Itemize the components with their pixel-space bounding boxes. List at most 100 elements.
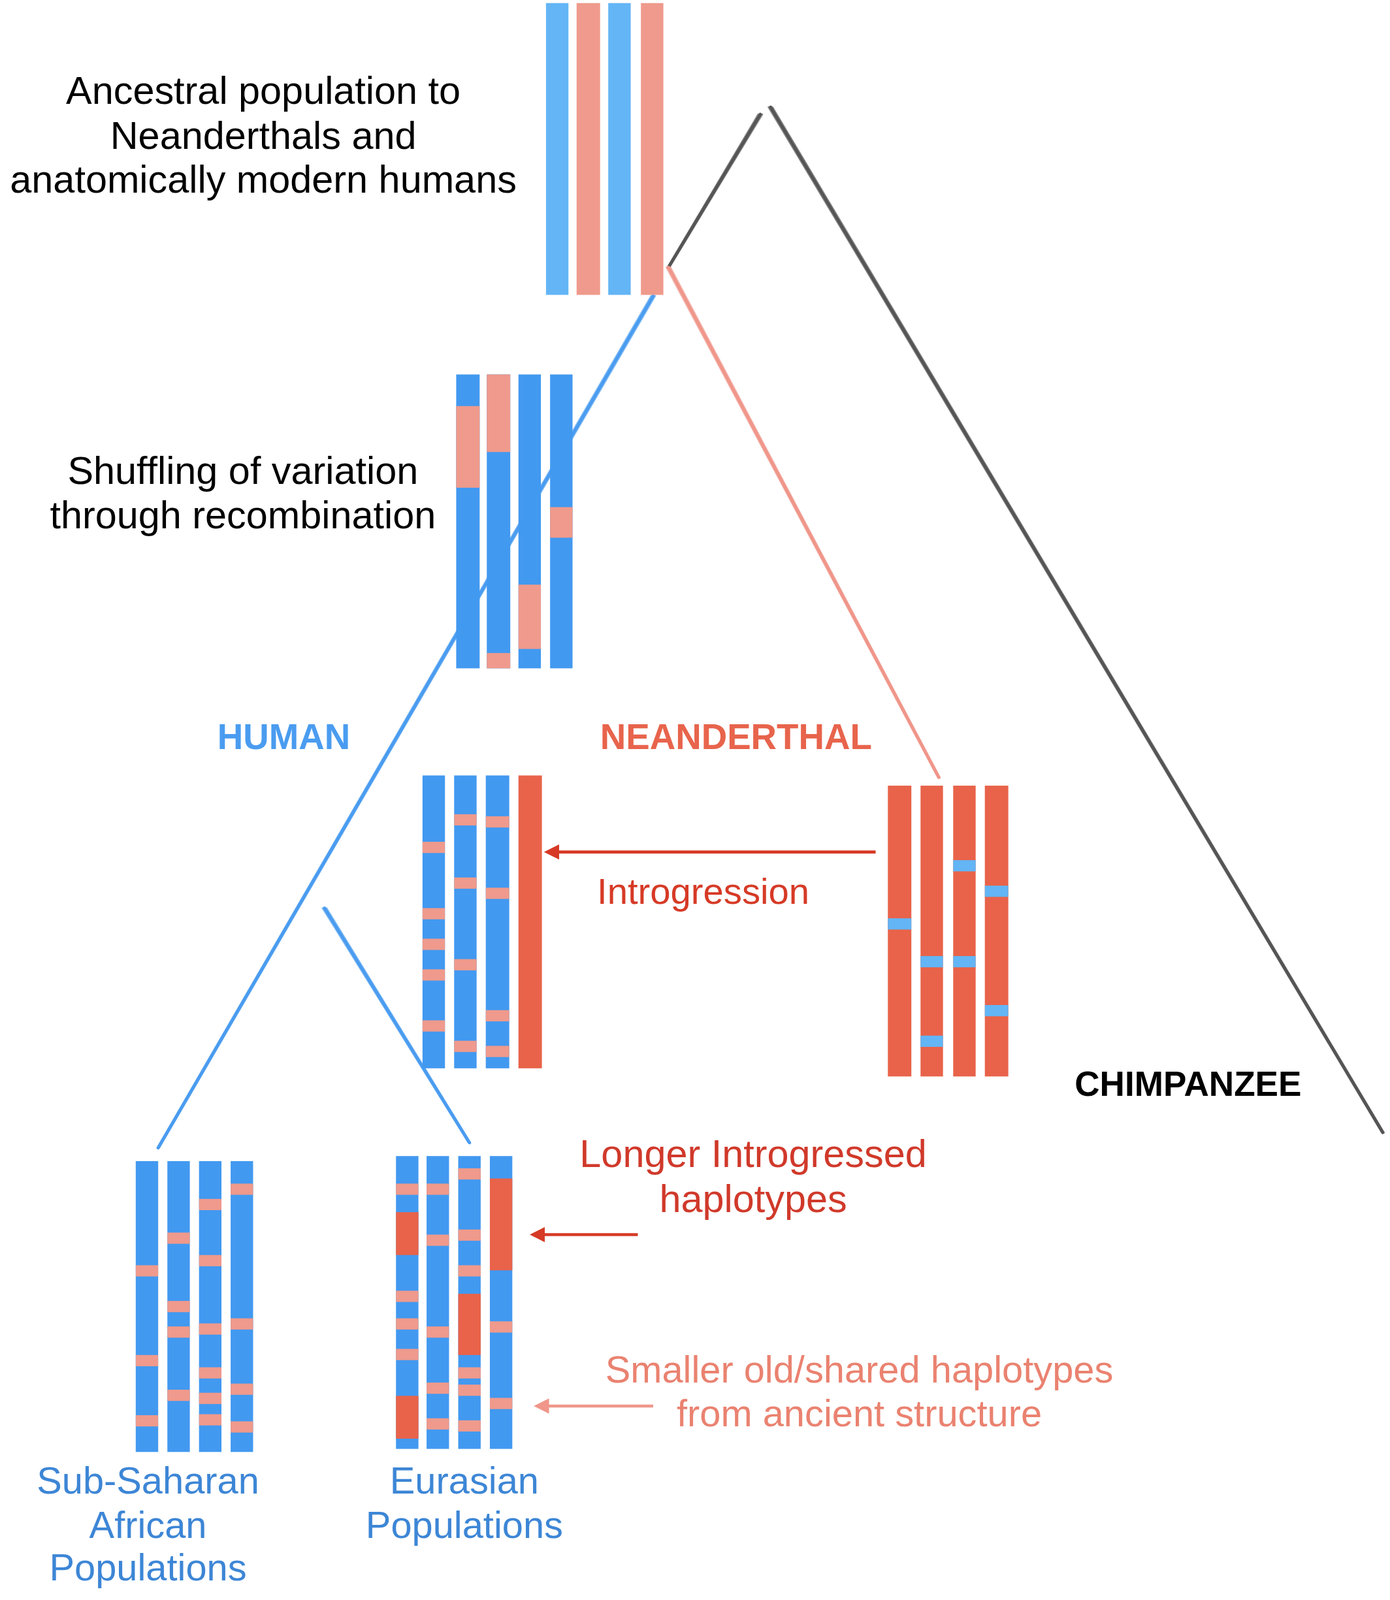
haplotype-segment bbox=[422, 938, 445, 950]
chimpanzee-branch bbox=[772, 107, 1385, 1133]
haplotype-segment bbox=[422, 969, 445, 981]
chromosome-bar bbox=[485, 775, 510, 1068]
chromosome-bar bbox=[422, 775, 445, 1068]
chromosome-bar bbox=[887, 785, 912, 1077]
haplotype-segment bbox=[485, 1045, 510, 1057]
haplotype-segment bbox=[985, 1005, 1009, 1017]
chromosome-bar bbox=[576, 3, 601, 296]
chromosome-bar bbox=[608, 3, 631, 296]
haplotype-segment bbox=[485, 887, 510, 899]
chromosome-bars bbox=[135, 3, 1009, 1453]
haplotype-segment bbox=[426, 1235, 449, 1247]
chromosome-bar bbox=[230, 1161, 253, 1453]
haplotype-segment bbox=[135, 1355, 159, 1367]
haplotype-segment bbox=[453, 959, 477, 971]
population-name: Sub-Saharan African Populations bbox=[20, 1460, 276, 1591]
haplotype-segment bbox=[458, 1384, 481, 1396]
haplotype-segment bbox=[458, 1293, 481, 1356]
introgressed-chromosomes bbox=[422, 775, 543, 1068]
haplotype-segment bbox=[199, 1255, 222, 1267]
chromosome-bar bbox=[518, 374, 541, 669]
haplotype-segment bbox=[167, 1390, 190, 1402]
haplotype-segment bbox=[486, 653, 511, 669]
haplotype-segment bbox=[426, 1382, 449, 1394]
haplotype-segment bbox=[426, 1418, 449, 1430]
chromosome-bar bbox=[395, 1156, 419, 1449]
lineage-name: CHIMPANZEE bbox=[1071, 1064, 1306, 1105]
haplotype-segment bbox=[489, 1179, 513, 1272]
chimpanzee-branch bbox=[668, 114, 761, 268]
haplotype-segment bbox=[199, 1199, 222, 1211]
ancestral-chromosomes bbox=[546, 3, 664, 296]
chromosome-bar bbox=[549, 374, 573, 669]
arrow-label: Smaller old/shared haplotypes from ancie… bbox=[583, 1348, 1136, 1436]
chromosome-bar bbox=[953, 785, 976, 1077]
population-note: Ancestral population to Neanderthals and… bbox=[3, 69, 524, 204]
chromosome-bar bbox=[426, 1156, 449, 1449]
haplotype-segment bbox=[455, 406, 480, 488]
haplotype-segment bbox=[453, 877, 477, 889]
haplotype-segment bbox=[395, 1395, 419, 1439]
haplotype-segment bbox=[230, 1183, 253, 1195]
haplotype-segment bbox=[458, 1168, 481, 1180]
haplotype-segment bbox=[458, 1265, 481, 1277]
population-name: Eurasian Populations bbox=[337, 1460, 593, 1548]
chromosome-bar bbox=[453, 775, 477, 1068]
chromosome-bar bbox=[518, 775, 543, 1068]
haplotype-segment bbox=[953, 860, 976, 872]
haplotype-segment bbox=[489, 1397, 513, 1409]
haplotype-segment bbox=[485, 1010, 510, 1022]
haplotype-segment bbox=[167, 1301, 190, 1313]
haplotype-segment bbox=[458, 1420, 481, 1432]
haplotype-segment bbox=[985, 885, 1009, 897]
haplotype-segment bbox=[422, 908, 445, 920]
haplotype-segment bbox=[887, 918, 912, 930]
process-note: Shuffling of variation through recombina… bbox=[38, 448, 447, 539]
pointer-arrows bbox=[533, 852, 876, 1407]
haplotype-segment bbox=[422, 1020, 445, 1032]
haplotype-segment bbox=[167, 1232, 190, 1244]
haplotype-segment bbox=[486, 374, 511, 453]
tree-branches bbox=[157, 107, 1385, 1149]
haplotype-segment bbox=[920, 1035, 943, 1048]
haplotype-segment bbox=[135, 1415, 159, 1427]
haplotype-segment bbox=[458, 1229, 481, 1242]
haplotype-segment bbox=[395, 1348, 419, 1360]
chromosome-bar bbox=[458, 1156, 481, 1449]
neanderthal-branch bbox=[668, 267, 939, 778]
haplotype-segment bbox=[458, 1367, 481, 1379]
haplotype-segment bbox=[920, 956, 943, 968]
haplotype-segment bbox=[135, 1265, 159, 1277]
haplotype-segment bbox=[953, 956, 976, 968]
haplotype-segment bbox=[453, 1041, 477, 1053]
haplotype-segment bbox=[518, 584, 541, 649]
chromosome-bar bbox=[640, 3, 663, 296]
chimpanzee-branch bbox=[770, 107, 1383, 1133]
chromosome-bar bbox=[135, 1161, 159, 1453]
lineage-name: NEANDERTHAL bbox=[600, 716, 873, 758]
eurasian-chromosomes bbox=[395, 1156, 513, 1449]
haplotype-segment bbox=[230, 1318, 253, 1330]
haplotype-segment bbox=[230, 1421, 253, 1433]
lineage-name: HUMAN bbox=[217, 716, 351, 758]
introgression-arrow bbox=[546, 850, 876, 854]
haplotype-segment bbox=[395, 1183, 419, 1195]
haplotype-segment bbox=[199, 1367, 222, 1379]
haplotype-segment bbox=[422, 841, 445, 854]
haplotype-segment bbox=[395, 1212, 419, 1256]
chromosome-bar bbox=[920, 785, 943, 1077]
african-chromosomes bbox=[135, 1161, 254, 1453]
neanderthal-chromosomes bbox=[887, 785, 1008, 1077]
human-branch bbox=[159, 295, 656, 1149]
haplotype-segment bbox=[549, 507, 573, 539]
chromosome-bar bbox=[486, 374, 511, 669]
haplotype-segment bbox=[426, 1326, 449, 1338]
haplotype-segment bbox=[485, 816, 510, 828]
haplotype-segment bbox=[426, 1183, 449, 1195]
longer-haplotype-arrow bbox=[533, 1233, 639, 1237]
eurasian-branch bbox=[326, 908, 471, 1144]
haplotype-segment bbox=[199, 1323, 222, 1335]
haplotype-segment bbox=[167, 1326, 190, 1338]
haplotype-segment bbox=[199, 1414, 222, 1426]
